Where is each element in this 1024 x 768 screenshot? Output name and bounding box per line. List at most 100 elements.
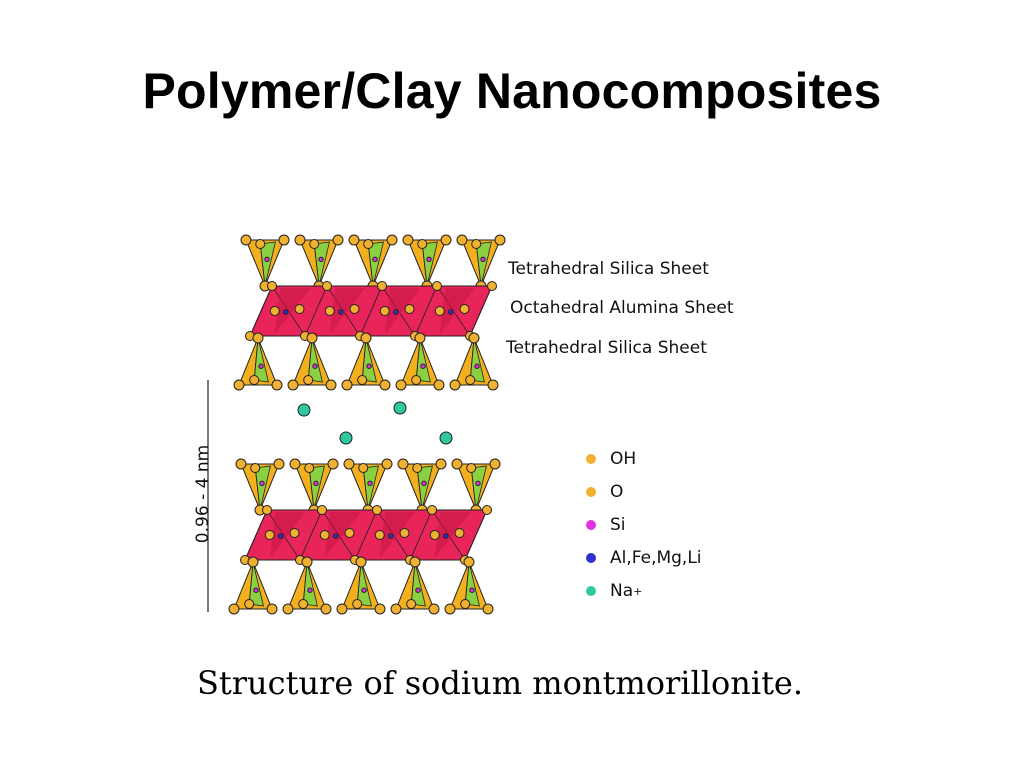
octahedron-edge (299, 509, 323, 561)
octahedron-edge (464, 509, 488, 561)
oxygen-atom (325, 379, 337, 391)
silicon-atom (475, 480, 481, 487)
silicon-atom (367, 480, 373, 487)
silicon-atom (361, 587, 367, 593)
aluminum-atom (442, 533, 449, 539)
octahedron-edge (304, 285, 328, 337)
tetrahedron-edge (361, 337, 367, 381)
oxygen-atom (320, 603, 332, 615)
silicon-atom (372, 256, 378, 263)
oxygen-atom (332, 234, 344, 246)
oxygen-atom (262, 505, 272, 515)
legend-label: Al,Fe,Mg,Li (610, 548, 702, 568)
oxygen-atom (249, 375, 260, 385)
oxygen-atom (294, 234, 306, 246)
tetrahedron-edge (254, 467, 261, 511)
oxygen-atom (381, 458, 393, 470)
sodium-ion (339, 431, 353, 445)
legend-swatch (586, 454, 596, 464)
tetrahedron-edge (416, 467, 423, 511)
oxygen-atom (471, 239, 482, 249)
oxygen-atom (233, 379, 245, 391)
oxygen-atom (271, 379, 283, 391)
oxygen-atom (252, 332, 264, 344)
hydroxyl-atom (459, 304, 470, 314)
legend-item: Al,Fe,Mg,Li (586, 547, 702, 569)
oxygen-atom (289, 458, 301, 470)
legend-item: O (586, 481, 623, 503)
octahedron-edge (354, 509, 378, 561)
oxygen-atom (372, 505, 382, 515)
tetrahedron-edge (302, 561, 308, 605)
label-bottom-tetrahedral-sheet: Tetrahedral Silica Sheet (506, 338, 707, 358)
silicon-atom (469, 587, 475, 593)
octahedron-edge (359, 285, 383, 337)
legend-swatch (586, 520, 596, 530)
oxygen-atom (444, 603, 456, 615)
sodium-ion (297, 403, 311, 417)
oxygen-atom (428, 603, 440, 615)
oxygen-atom (336, 603, 348, 615)
aluminum-atom (282, 309, 289, 315)
oxygen-atom (460, 599, 471, 609)
tetrahedron-edge (470, 467, 477, 511)
octahedron-face (274, 288, 311, 334)
tetrahedron-edge (259, 243, 266, 287)
octahedron-face (384, 288, 421, 334)
hydroxyl-atom (324, 306, 335, 316)
oxygen-atom (440, 234, 452, 246)
hydroxyl-atom (404, 304, 415, 314)
silicon-atom (366, 363, 372, 369)
oxygen-atom (482, 603, 494, 615)
silicon-atom (480, 256, 486, 263)
oxygen-atom (466, 463, 477, 473)
oxygen-atom (463, 556, 475, 568)
tetrahedron-edge (307, 337, 313, 381)
oxygen-atom (301, 556, 313, 568)
octahedron-edge (244, 509, 268, 561)
octahedron-face (269, 512, 306, 558)
tetrahedron-edge (469, 337, 475, 381)
silicon-atom (253, 587, 259, 593)
oxygen-atom (267, 281, 277, 291)
slide-title: Polymer/Clay Nanocomposites (142, 63, 882, 119)
tetrahedron-edge (367, 243, 374, 287)
interlayer-spacing-label: 0.96 - 4 nm (193, 444, 213, 544)
silicon-atom (421, 480, 427, 487)
oxygen-atom (357, 375, 368, 385)
oxygen-atom (406, 599, 417, 609)
hydroxyl-atom (294, 304, 305, 314)
legend-swatch (586, 487, 596, 497)
silicon-atom (264, 256, 270, 263)
legend-superscript: + (633, 584, 643, 598)
hydroxyl-atom (399, 528, 410, 538)
oxygen-atom (235, 458, 247, 470)
oxygen-atom (409, 556, 421, 568)
silicon-atom (259, 480, 265, 487)
silicon-atom (313, 480, 319, 487)
oxygen-atom (266, 603, 278, 615)
oxygen-atom (303, 375, 314, 385)
hydroxyl-atom (289, 528, 300, 538)
oxygen-atom (348, 234, 360, 246)
oxygen-atom (309, 239, 320, 249)
octahedron-edge (409, 509, 433, 561)
oxygen-atom (449, 379, 461, 391)
oxygen-atom (487, 379, 499, 391)
silicon-atom (312, 363, 318, 369)
aluminum-atom (447, 309, 454, 315)
tetrahedron-edge (415, 337, 421, 381)
oxygen-atom (468, 332, 480, 344)
oxygen-atom (482, 505, 492, 515)
oxygen-atom (402, 234, 414, 246)
oxygen-atom (287, 379, 299, 391)
octahedron-face (329, 288, 366, 334)
legend-item: OH (586, 448, 636, 470)
hydroxyl-atom (349, 304, 360, 314)
oxygen-atom (343, 458, 355, 470)
oxygen-atom (363, 239, 374, 249)
tetrahedron-edge (253, 337, 259, 381)
oxygen-atom (412, 463, 423, 473)
hydroxyl-atom (269, 306, 280, 316)
tetrahedron-edge (475, 243, 482, 287)
